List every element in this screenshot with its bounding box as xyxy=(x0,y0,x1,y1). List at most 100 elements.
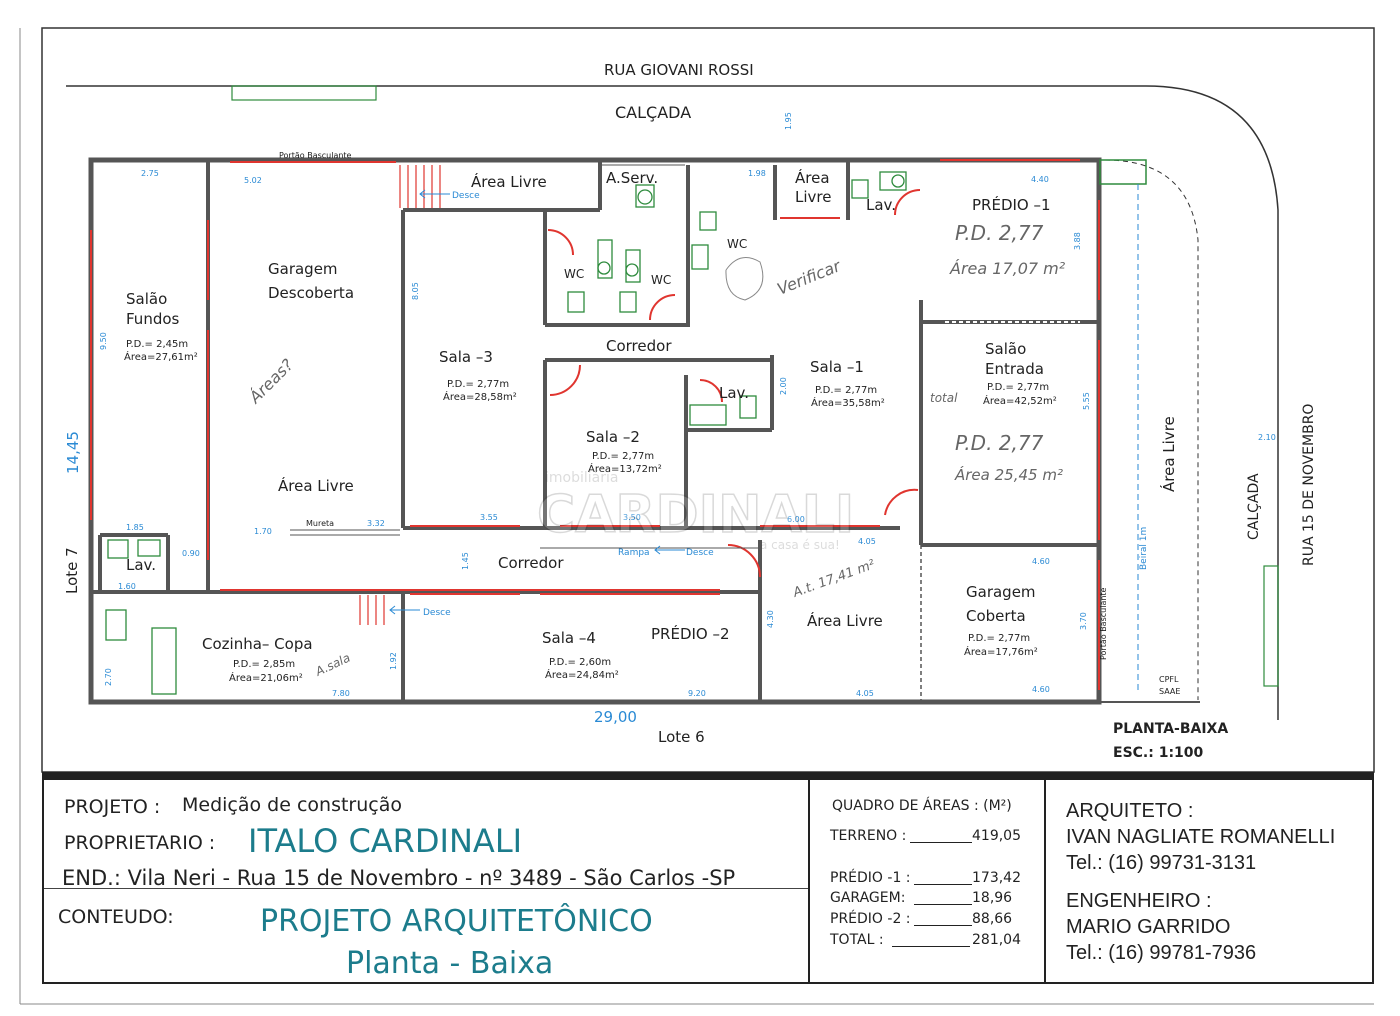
area-row: TERRENO : 419,05 xyxy=(830,828,1021,844)
dimension-label: 4.05 xyxy=(858,537,876,546)
title-block-bar xyxy=(42,772,1374,780)
arquiteto-name: IVAN NAGLIATE ROMANELLI xyxy=(1066,826,1336,848)
dimension-label: 3.88 xyxy=(1073,232,1082,250)
predio2-label: PRÉDIO –2 xyxy=(651,624,730,643)
hw-pd2: P.D. 2,77 xyxy=(955,431,1044,455)
street-right: RUA 15 DE NOVEMBRO xyxy=(1301,404,1317,566)
engenheiro-label: ENGENHEIRO : xyxy=(1066,890,1212,912)
area-row: PRÉDIO -2 : 88,66 xyxy=(830,911,1012,927)
arquiteto-tel: Tel.: (16) 99731-3131 xyxy=(1066,852,1257,874)
hw-pd1: P.D. 2,77 xyxy=(955,221,1044,245)
hw-area1: Área 17,07 m² xyxy=(949,259,1066,278)
conteudo-label: CONTEUDO: xyxy=(58,906,174,928)
hw-total: total xyxy=(930,391,958,405)
lav-top: Lav. xyxy=(866,196,896,214)
sala2-pd: P.D.= 2,77m xyxy=(592,451,654,462)
sala3-name: Sala –3 xyxy=(439,348,493,366)
salao-fundos-name1: Salão xyxy=(126,290,167,308)
conteudo-line2: Planta - Baixa xyxy=(346,946,554,981)
separator xyxy=(44,888,808,889)
projeto-label: PROJETO : xyxy=(64,796,161,818)
aserv-label: A.Serv. xyxy=(606,169,658,187)
dimension-label: 2.00 xyxy=(779,377,788,395)
dimension-label: 9.20 xyxy=(688,689,706,698)
lot-bottom: Lote 6 xyxy=(658,728,705,746)
sala2-area: Área=13,72m² xyxy=(588,462,662,475)
hw-asala: A.sala xyxy=(312,651,352,680)
dim-width: 29,00 xyxy=(594,708,637,726)
dimension-label: 4.40 xyxy=(1031,175,1049,184)
dim-depth: 14,45 xyxy=(64,431,82,474)
plan-scale: ESC.: 1:100 xyxy=(1113,745,1204,761)
dimension-label: 1.60 xyxy=(118,582,136,591)
dimension-label: 4.05 xyxy=(856,689,874,698)
wc-1: WC xyxy=(564,267,584,281)
cozinha-name: Cozinha– Copa xyxy=(202,635,313,653)
area-row-value: 88,66 xyxy=(972,911,1013,927)
dimension-label: 4.60 xyxy=(1032,685,1050,694)
area-row-label: TOTAL : xyxy=(830,932,884,948)
area-row-underline xyxy=(914,925,972,926)
sala4-area: Área=24,84m² xyxy=(545,668,619,681)
area-row: GARAGEM:18,96 xyxy=(830,890,1012,906)
area-row-label: TERRENO : xyxy=(830,828,907,844)
sidewalk-right: CALÇADA xyxy=(1246,473,1262,540)
sala1-pd: P.D.= 2,77m xyxy=(815,385,877,396)
gate-right: Portão Basculante xyxy=(1099,587,1108,660)
area-row-value: 173,42 xyxy=(972,870,1021,886)
area-livre-small2: Livre xyxy=(795,188,831,206)
ramp-label: Rampa xyxy=(618,548,650,558)
cozinha-pd: P.D.= 2,85m xyxy=(233,659,295,670)
salao-fundos-pd: P.D.= 2,45m xyxy=(126,339,188,350)
projeto-value: Medição de construção xyxy=(182,794,402,816)
dimension-label: 1.85 xyxy=(126,523,144,532)
area-row-underline xyxy=(914,904,972,905)
sala4-pd: P.D.= 2,60m xyxy=(549,657,611,668)
salao-fundos-area: Área=27,61m² xyxy=(124,350,198,363)
conteudo-line1: PROJETO ARQUITETÔNICO xyxy=(260,904,653,939)
dimension-labels: 2.755.029.501.851.600.901.703.328.053.55… xyxy=(99,112,1276,698)
cpfl-label: CPFL xyxy=(1159,675,1179,684)
dimension-label: 1.70 xyxy=(254,527,272,536)
sala2-name: Sala –2 xyxy=(586,428,640,446)
wc-2: WC xyxy=(651,273,671,287)
corredor-top: Corredor xyxy=(606,337,672,355)
dimension-label: 5.55 xyxy=(1082,392,1091,410)
lav-mid: Lav. xyxy=(719,384,749,402)
dimension-label: 5.02 xyxy=(244,176,262,185)
dimension-label: 2.10 xyxy=(1258,433,1276,442)
predio1-label: PRÉDIO –1 xyxy=(972,195,1051,214)
street-top: RUA GIOVANI ROSSI xyxy=(604,61,754,79)
dimension-label: 4.60 xyxy=(1032,557,1050,566)
hw-area2: Área 25,45 m² xyxy=(954,465,1063,484)
area-row-underline xyxy=(910,842,972,843)
beiral-label: Beiral 1m xyxy=(1139,527,1149,570)
dimension-label: 8.05 xyxy=(411,282,420,300)
dimension-label: 2.70 xyxy=(104,668,113,686)
watermark-tag: a casa é sua! xyxy=(760,538,840,552)
watermark: imobiliária CARDINALI a casa é sua! xyxy=(536,470,855,552)
arquiteto-label: ARQUITETO : xyxy=(1066,800,1194,822)
area-row-label: PRÉDIO -2 : xyxy=(830,911,911,927)
watermark-sub: imobiliária xyxy=(545,470,618,486)
dimension-label: 4.30 xyxy=(766,610,775,628)
area-livre-top: Área Livre xyxy=(471,172,547,191)
area-row-value: 281,04 xyxy=(972,932,1021,948)
dimension-label: 0.90 xyxy=(182,549,200,558)
title-block: PROJETO : Medição de construção PROPRIET… xyxy=(42,772,1374,984)
area-row-value: 419,05 xyxy=(972,828,1021,844)
dimension-label: 2.75 xyxy=(141,169,159,178)
engenheiro-name: MARIO GARRIDO xyxy=(1066,916,1231,938)
endereco: END.: Vila Neri - Rua 15 de Novembro - n… xyxy=(62,866,736,890)
garagem-desc-name1: Garagem xyxy=(268,260,338,278)
garagem-coberta-name1: Garagem xyxy=(966,583,1036,601)
quadro-title: QUADRO DE ÁREAS : (M²) xyxy=(832,798,1012,814)
area-row: PRÉDIO -1 :173,42 xyxy=(830,870,1021,886)
corredor-bottom: Corredor xyxy=(498,554,564,572)
dimension-label: 1.95 xyxy=(784,112,793,130)
lav-left: Lav. xyxy=(126,556,156,574)
hw-at: A.t. 17,41 m² xyxy=(790,557,877,601)
professionals: ARQUITETO : IVAN NAGLIATE ROMANELLI Tel.… xyxy=(1044,780,1376,982)
salao-fundos-name2: Fundos xyxy=(126,310,180,328)
